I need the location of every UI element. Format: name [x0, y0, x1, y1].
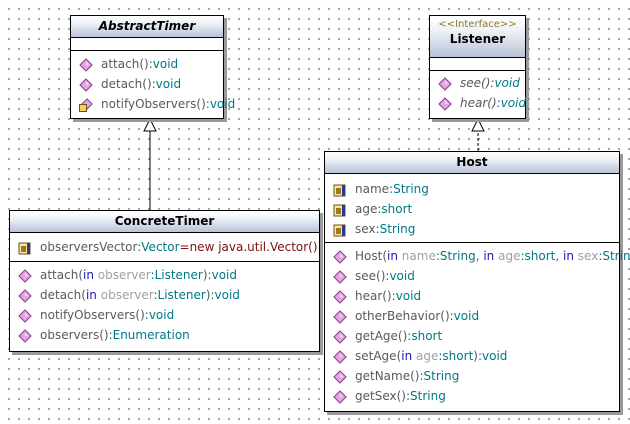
method-icon	[333, 330, 347, 344]
operation-other-behavior[interactable]: otherBehavior():void	[325, 306, 619, 326]
operation-see[interactable]: see():void	[430, 73, 525, 93]
operations-compartment: attach(in observer:Listener):void detach…	[10, 262, 319, 348]
attributes-compartment	[430, 58, 525, 71]
attribute-icon	[18, 241, 32, 255]
class-header: ConcreteTimer	[10, 211, 319, 233]
class-name: ConcreteTimer	[114, 214, 215, 228]
attributes-compartment	[71, 38, 223, 51]
method-icon	[438, 77, 452, 91]
attribute-icon	[333, 203, 347, 217]
attributes-compartment: observersVector:Vector=new java.util.Vec…	[10, 233, 319, 262]
method-icon	[438, 97, 452, 111]
class-abstract-timer[interactable]: AbstractTimer attach():void detach():voi…	[70, 15, 235, 119]
operation-get-name[interactable]: getName():String	[325, 366, 619, 386]
method-icon	[333, 390, 347, 404]
attribute-icon	[333, 223, 347, 237]
method-icon	[79, 58, 93, 72]
generalization-arrowhead	[143, 117, 157, 132]
class-header: Host	[325, 152, 619, 174]
attribute-sex[interactable]: sex:String	[325, 219, 619, 239]
method-icon	[18, 289, 32, 303]
class-header: <<Interface>> Listener	[430, 16, 525, 58]
operations-compartment: see():void hear():void	[430, 71, 526, 116]
attribute-age[interactable]: age:short	[325, 199, 619, 219]
operation-host-constructor[interactable]: Host(in name:String, in age:short, in se…	[325, 246, 630, 266]
operation-get-age[interactable]: getAge():short	[325, 326, 619, 346]
attribute-name[interactable]: name:String	[325, 179, 619, 199]
method-icon	[333, 290, 347, 304]
attribute-icon	[333, 183, 347, 197]
operation-get-sex[interactable]: getSex():String	[325, 386, 619, 406]
method-icon	[79, 78, 93, 92]
operation-set-age[interactable]: setAge(in age:short):void	[325, 346, 619, 366]
class-name: Host	[456, 155, 488, 169]
operation-notify-observers[interactable]: notifyObservers():void	[10, 305, 319, 325]
protected-method-icon	[79, 98, 93, 112]
method-icon	[18, 269, 32, 283]
method-icon	[333, 370, 347, 384]
method-icon	[18, 309, 32, 323]
class-header: AbstractTimer	[71, 16, 223, 38]
operation-hear[interactable]: hear():void	[325, 286, 619, 306]
realization-arrowhead	[471, 117, 485, 132]
method-icon	[333, 270, 347, 284]
operation-attach[interactable]: attach():void	[71, 54, 223, 74]
operation-detach[interactable]: detach(in observer:Listener):void	[10, 285, 319, 305]
method-icon	[333, 350, 347, 364]
class-name: Listener	[449, 32, 506, 46]
attribute-observers-vector[interactable]: observersVector:Vector=new java.util.Vec…	[10, 237, 319, 257]
method-icon	[333, 310, 347, 324]
attributes-compartment: name:String age:short sex:String	[325, 174, 619, 243]
operation-see[interactable]: see():void	[325, 266, 619, 286]
operation-attach[interactable]: attach(in observer:Listener):void	[10, 265, 319, 285]
operation-hear[interactable]: hear():void	[430, 93, 526, 113]
method-icon	[18, 329, 32, 343]
stereotype-label: <<Interface>>	[438, 19, 517, 30]
operation-observers[interactable]: observers():Enumeration	[10, 325, 319, 345]
method-icon	[333, 250, 347, 264]
operation-detach[interactable]: detach():void	[71, 74, 223, 94]
operations-compartment: Host(in name:String, in age:short, in se…	[325, 243, 630, 409]
class-host[interactable]: Host name:String age:short sex:String Ho…	[324, 151, 630, 412]
class-name: AbstractTimer	[98, 19, 196, 33]
operations-compartment: attach():void detach():void notifyObserv…	[71, 51, 235, 117]
class-listener[interactable]: <<Interface>> Listener see():void hear()…	[429, 15, 526, 119]
operation-notify-observers[interactable]: notifyObservers():void	[71, 94, 235, 114]
class-concrete-timer[interactable]: ConcreteTimer observersVector:Vector=new…	[9, 210, 320, 352]
